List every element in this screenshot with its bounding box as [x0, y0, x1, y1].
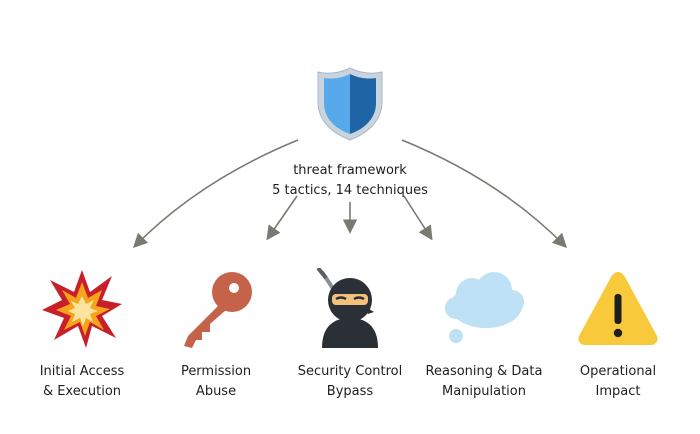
tactic-label-line1: Initial Access: [39, 364, 125, 379]
tactic-label-line1: Permission: [180, 364, 252, 379]
arrow-to-operational-impact: [401, 139, 568, 249]
framework-summary: 5 tactics, 14 techniques: [272, 183, 428, 198]
tactic-label: Permission Abuse: [146, 362, 286, 402]
tactic-label-line2: Impact: [595, 384, 641, 399]
arrow-to-permission-abuse: [266, 195, 298, 241]
arrow-to-initial-access: [132, 139, 299, 249]
tactic-label: Operational Impact: [548, 362, 688, 402]
framework-title: threat framework: [293, 163, 407, 178]
key-icon: [174, 268, 258, 350]
tactic-permission-abuse: Permission Abuse: [146, 268, 286, 402]
tactic-operational-impact: Operational Impact: [548, 268, 688, 402]
tactic-label: Security Control Bypass: [280, 362, 420, 402]
tactic-label: Initial Access & Execution: [12, 362, 152, 402]
shield-icon: [314, 66, 386, 142]
tactic-label-line2: Manipulation: [441, 384, 526, 399]
warning-icon: [576, 268, 660, 350]
arrow-to-reasoning-manipulation: [403, 195, 433, 241]
cloud-icon: [442, 268, 526, 350]
ninja-icon: [308, 268, 392, 350]
tactic-security-bypass: Security Control Bypass: [280, 268, 420, 402]
tactic-label-line1: Operational: [579, 364, 657, 379]
tactic-label-line2: Bypass: [326, 384, 374, 399]
tactic-initial-access: Initial Access & Execution: [12, 268, 152, 402]
tactic-label: Reasoning & Data Manipulation: [414, 362, 554, 402]
tactic-label-line2: Abuse: [195, 384, 237, 399]
framework-label: threat framework 5 tactics, 14 technique…: [250, 161, 450, 201]
tactic-label-line2: & Execution: [42, 384, 122, 399]
explosion-icon: [40, 268, 124, 350]
tactic-label-line1: Security Control: [297, 364, 403, 379]
tactic-label-line1: Reasoning & Data: [425, 364, 543, 379]
tactic-reasoning-manipulation: Reasoning & Data Manipulation: [414, 268, 554, 402]
